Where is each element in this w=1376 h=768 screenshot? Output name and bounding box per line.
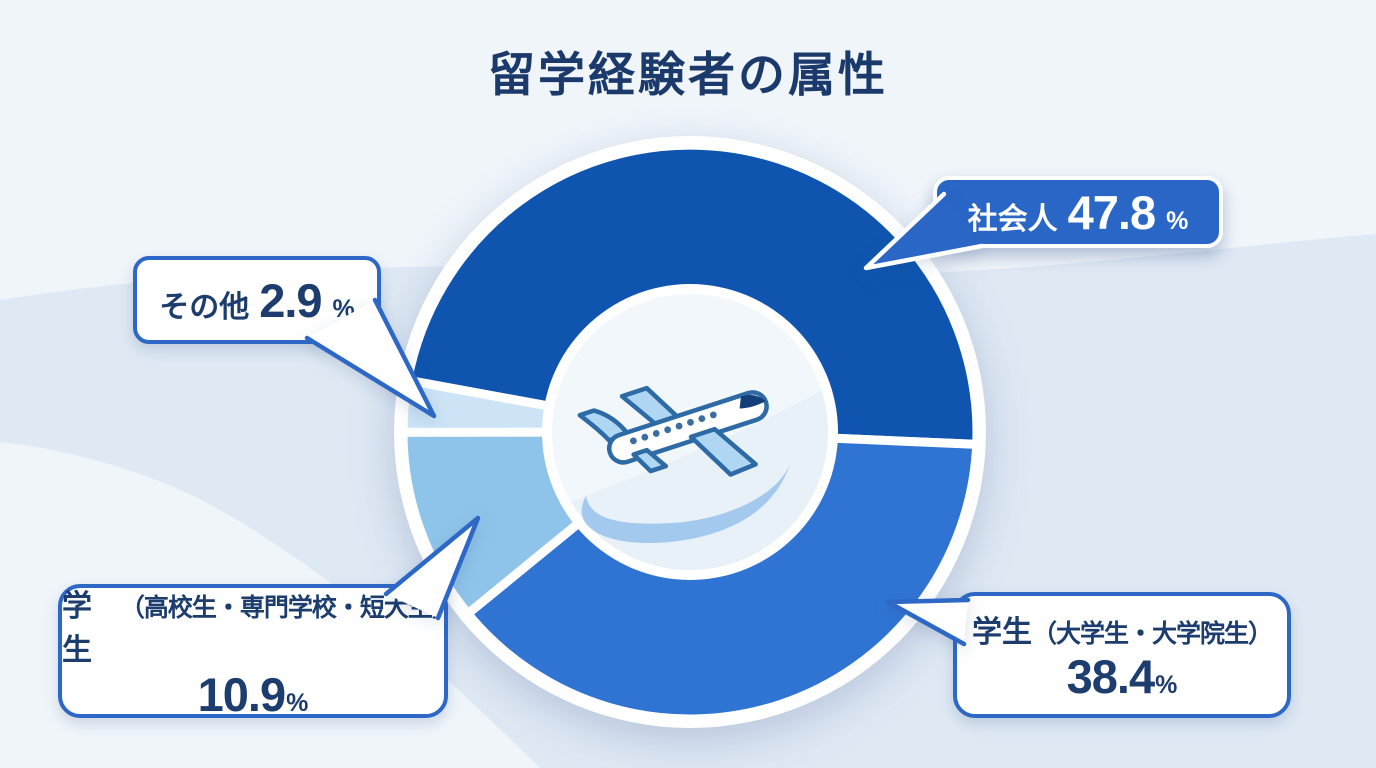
callout-sonota: その他 2.9 % (133, 256, 381, 344)
callout-shakaijin: 社会人 47.8 % (933, 176, 1223, 248)
callout-sonota-label: その他 (159, 290, 250, 324)
airplane-stabilizer (631, 447, 669, 474)
callout-shakaijin-value: 47.8 (1067, 185, 1156, 239)
callout-shakaijin-unit: % (1166, 206, 1189, 235)
callout-daigakusei-unit: % (1155, 670, 1178, 699)
airplane-cockpit (739, 395, 766, 409)
page-title: 留学経験者の属性 (488, 48, 888, 101)
airplane-tail-fin (577, 408, 631, 443)
callout-daigakusei-value: 38.4 (1066, 649, 1155, 703)
callout-daigakusei: 学生 （大学生・大学院生） 38.4 % (953, 592, 1291, 718)
callout-koukousei-sublabel: （高校生・専門学校・短大生） (119, 593, 457, 622)
airplane-icon (577, 385, 790, 544)
callout-daigakusei-label: 学生 (971, 615, 1032, 649)
callout-sonota-unit: % (332, 294, 355, 323)
airplane-windows (630, 411, 717, 445)
callout-koukousei-label: 学生 (62, 589, 92, 667)
callout-koukousei-value: 10.9 (197, 667, 286, 721)
callout-daigakusei-sublabel: （大学生・大学院生） (1031, 619, 1273, 648)
callout-sonota-value: 2.9 (259, 273, 322, 327)
airplane-swoosh (581, 464, 790, 544)
airplane-near-wing (688, 426, 758, 477)
callout-shakaijin-label: 社会人 (967, 202, 1058, 236)
callout-koukousei-unit: % (286, 688, 309, 717)
callout-koukousei: 学生 （高校生・専門学校・短大生） 10.9 % (58, 584, 457, 721)
